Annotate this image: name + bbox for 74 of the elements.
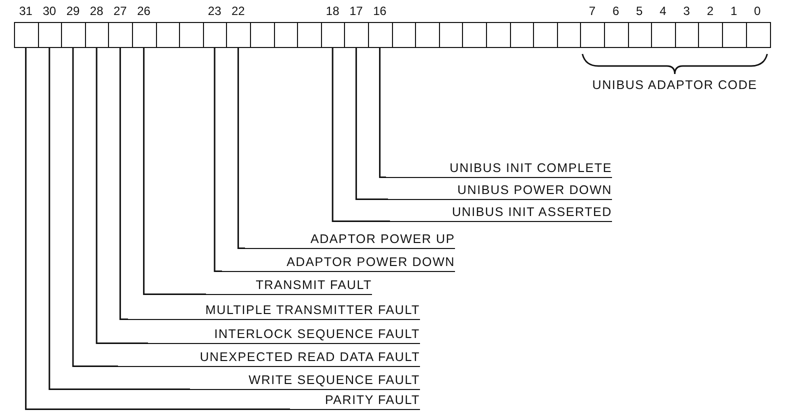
bit-number: 28: [88, 4, 104, 18]
bit-number: 6: [611, 4, 620, 18]
bit-number: 18: [324, 4, 340, 18]
register-bit-cell: [320, 22, 346, 48]
register-bit-cell: [14, 22, 40, 48]
bit-number: 16: [372, 4, 388, 18]
bit-number: 27: [112, 4, 128, 18]
bit-field-label: UNEXPECTED READ DATA FAULT: [118, 350, 420, 367]
bit-field-label: TRANSMIT FAULT: [206, 278, 372, 295]
register-bit-cell: [250, 22, 276, 48]
register-bit-cell: [674, 22, 700, 48]
register-bit-cell: [486, 22, 512, 48]
register-bit-cell: [297, 22, 322, 48]
bit-field-label: WRITE SEQUENCE FAULT: [190, 373, 420, 390]
register-bit-cell: [604, 22, 630, 48]
bit-number: 31: [18, 4, 34, 18]
leader-line: [237, 48, 245, 249]
register-bit-cell: [344, 22, 370, 48]
register-bit-cell: [580, 22, 606, 48]
register-bit-cell: [392, 22, 417, 48]
bit-number: 23: [206, 4, 222, 18]
register-bit-cell: [274, 22, 299, 48]
register-bit-cell: [415, 22, 440, 48]
register-bit-cell: [156, 22, 181, 48]
bit-number: 4: [658, 4, 668, 18]
leader-line: [48, 48, 190, 390]
register-bit-cell: [746, 22, 771, 48]
bit-number: 3: [682, 4, 691, 18]
leader-line: [72, 48, 118, 367]
leader-line: [96, 48, 148, 344]
register-bit-cell: [698, 22, 724, 48]
register-bit-cell: [38, 22, 63, 48]
register-bit-cell: [226, 22, 252, 48]
bit-number: 29: [65, 4, 81, 18]
register-bit-cell: [556, 22, 582, 48]
bit-field-label: ADAPTOR POWER DOWN: [222, 255, 455, 272]
leader-line: [379, 48, 386, 178]
register-bit-cell: [533, 22, 558, 48]
bit-field-label: UNIBUS INIT COMPLETE: [386, 161, 612, 178]
register-bit-cell: [628, 22, 653, 48]
leader-line: [25, 48, 290, 410]
bit-field-label: ADAPTOR POWER UP: [245, 232, 455, 249]
bit-field-label: MULTIPLE TRANSMITTER FAULT: [128, 303, 420, 320]
leader-line: [332, 48, 390, 222]
field-caption: UNIBUS ADAPTOR CODE: [591, 78, 758, 92]
bit-number: 30: [42, 4, 58, 18]
register-bit-cell: [84, 22, 110, 48]
bit-number: 7: [588, 4, 597, 18]
register-bit-cell: [132, 22, 158, 48]
bit-number: 0: [753, 4, 762, 18]
register-bit-cell: [438, 22, 464, 48]
register-bit-cell: [202, 22, 228, 48]
register-bit-cell: [510, 22, 535, 48]
leader-line: [214, 48, 222, 272]
register-bit-cell: [722, 22, 748, 48]
bit-field-label: UNIBUS INIT ASSERTED: [390, 205, 612, 222]
bit-number: 26: [136, 4, 152, 18]
bit-number: 22: [230, 4, 246, 18]
register-bit-cell: [179, 22, 204, 48]
register-bit-cell: [108, 22, 134, 48]
register-bit-cell: [462, 22, 488, 48]
bit-number: 5: [635, 4, 644, 18]
leader-line: [143, 48, 206, 295]
bit-field-label: UNIBUS POWER DOWN: [388, 183, 612, 200]
register-bit-cell: [368, 22, 394, 48]
bit-field-label: INTERLOCK SEQUENCE FAULT: [148, 327, 420, 344]
bit-field-label: PARITY FAULT: [290, 393, 420, 410]
register-bit-cell: [651, 22, 676, 48]
register-bit-cell: [61, 22, 86, 48]
bit-number: 1: [729, 4, 738, 18]
bit-number: 2: [706, 4, 715, 18]
bit-number: 17: [348, 4, 364, 18]
leader-line: [119, 48, 128, 320]
leader-line: [355, 48, 388, 200]
